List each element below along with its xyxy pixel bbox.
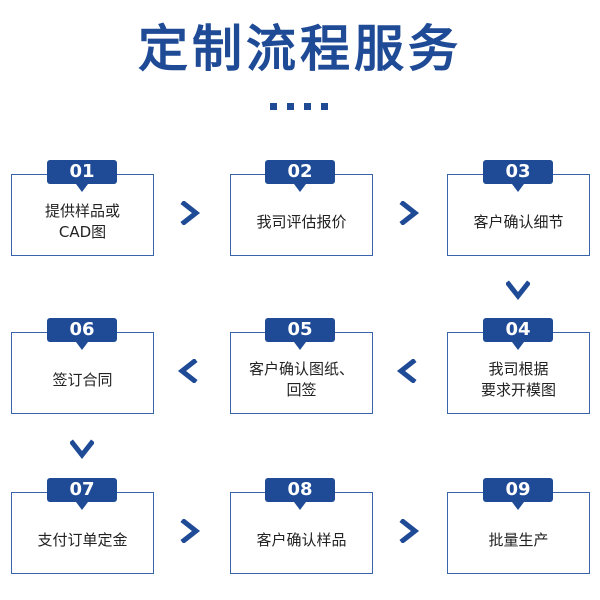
step-number-02: 02: [287, 161, 313, 182]
step-number-03: 03: [505, 161, 531, 182]
chevron-left-icon: [396, 359, 420, 383]
step-badge-08: 08: [265, 478, 335, 510]
chevron-right-icon: [177, 519, 201, 543]
page-title: 定制流程服务: [138, 20, 462, 78]
step-number-06: 06: [69, 319, 95, 340]
badge-pointer: [294, 342, 306, 350]
step-badge-07: 07: [47, 478, 117, 510]
step-label-01: 提供样品或 CAD图: [44, 202, 120, 241]
badge-pointer: [512, 342, 524, 350]
step-number-04: 04: [505, 319, 531, 340]
decorative-dots: [270, 103, 330, 111]
chevron-right-icon: [177, 201, 201, 225]
step-label-05: 客户确认图纸、 回签: [248, 360, 354, 399]
chevron-down-icon: [506, 277, 530, 301]
step-badge-09: 09: [483, 478, 553, 510]
step-label-02: 我司评估报价: [256, 212, 347, 231]
step-label-08: 客户确认样品: [256, 530, 347, 549]
step-number-07: 07: [69, 479, 95, 500]
step-number-01: 01: [69, 161, 95, 182]
badge-pointer: [294, 184, 306, 192]
chevron-left-icon: [177, 359, 201, 383]
chevron-right-icon: [396, 519, 420, 543]
badge-pointer: [512, 502, 524, 510]
dot-1: [270, 103, 277, 110]
step-badge-05: 05: [265, 318, 335, 350]
badge-pointer: [294, 502, 306, 510]
step-badge-06: 06: [47, 318, 117, 350]
step-label-09: 批量生产: [488, 530, 549, 549]
step-label-07: 支付订单定金: [37, 530, 128, 549]
step-label-03: 客户确认细节: [473, 212, 564, 231]
step-number-05: 05: [287, 319, 313, 340]
step-badge-02: 02: [265, 160, 335, 192]
chevron-right-icon: [396, 201, 420, 225]
step-badge-03: 03: [483, 160, 553, 192]
badge-pointer: [76, 502, 88, 510]
step-number-08: 08: [287, 479, 313, 500]
badge-pointer: [76, 342, 88, 350]
step-badge-01: 01: [47, 160, 117, 192]
badge-pointer: [76, 184, 88, 192]
dot-3: [304, 103, 311, 110]
badge-pointer: [512, 184, 524, 192]
chevron-down-icon: [70, 436, 94, 460]
dot-2: [287, 103, 294, 110]
step-number-09: 09: [505, 479, 531, 500]
step-label-04: 我司根据 要求开模图: [480, 360, 556, 399]
step-label-06: 签订合同: [52, 370, 113, 389]
dot-4: [321, 103, 328, 110]
step-badge-04: 04: [483, 318, 553, 350]
